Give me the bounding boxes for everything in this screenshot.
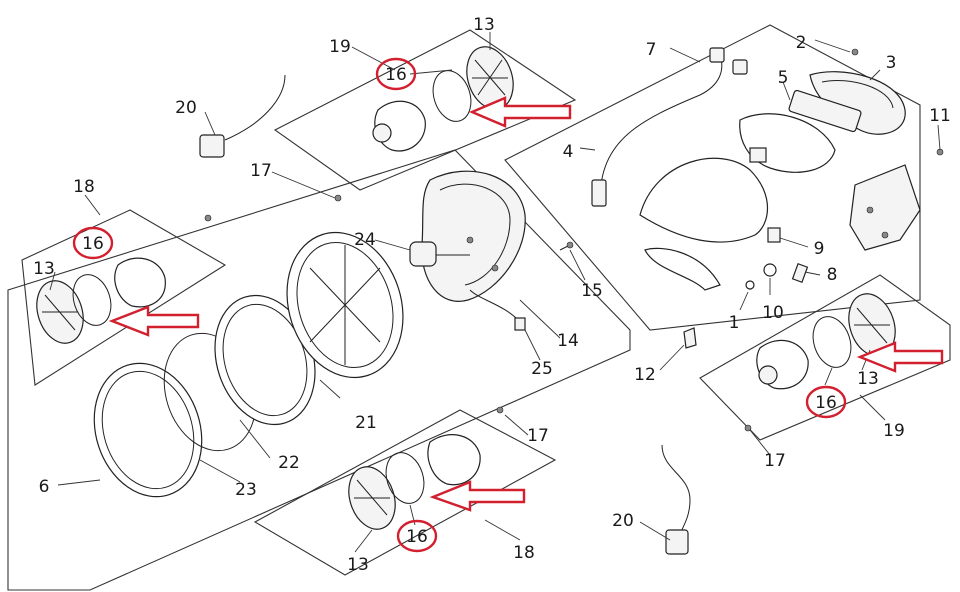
label-18-left: 18 <box>73 177 95 197</box>
ring-16-lower <box>396 519 438 553</box>
label-13-lower: 13 <box>347 555 369 575</box>
label-16-upper: 16 <box>385 65 407 85</box>
label-15: 15 <box>581 281 603 301</box>
label-17-mid: 17 <box>527 426 549 446</box>
label-20-upper: 20 <box>175 98 197 118</box>
tail-light-wire <box>591 47 748 207</box>
label-2: 2 <box>796 33 807 53</box>
label-19-right: 19 <box>883 421 905 441</box>
lower-signal-housing <box>427 434 481 486</box>
label-6: 6 <box>39 477 50 497</box>
label-8: 8 <box>827 265 838 285</box>
label-14: 14 <box>557 331 579 351</box>
label-5: 5 <box>778 68 789 88</box>
label-12: 12 <box>634 365 656 385</box>
label-19-upper: 19 <box>329 37 351 57</box>
label-16-left: 16 <box>82 234 104 254</box>
upper-signal-gasket <box>432 70 472 122</box>
highlight-arrows <box>108 96 944 512</box>
headlight-trim-ring <box>93 362 203 498</box>
label-11: 11 <box>929 106 951 126</box>
lower-signal-gasket <box>385 452 425 504</box>
highlight-rings <box>72 57 847 553</box>
left-signal-gasket <box>72 274 112 326</box>
label-7: 7 <box>646 40 657 60</box>
leader-lines <box>49 32 941 553</box>
left-signal-lens <box>36 280 84 344</box>
label-16-lower: 16 <box>406 527 428 547</box>
panel-outlines <box>7 24 951 591</box>
label-16-right: 16 <box>815 393 837 413</box>
headlight-mount-bracket <box>409 241 470 267</box>
label-17-right: 17 <box>764 451 786 471</box>
tail-light-base <box>739 113 836 173</box>
label-13-right: 13 <box>857 369 879 389</box>
panel-upper-signal <box>273 29 577 191</box>
arrow-right-signal <box>856 341 944 373</box>
panel-lower-signal <box>253 409 557 576</box>
label-9: 9 <box>814 239 825 259</box>
upper-signal-housing <box>372 100 426 152</box>
label-24: 24 <box>354 230 376 250</box>
label-3: 3 <box>886 53 897 73</box>
ring-16-right <box>805 385 847 419</box>
label-13-left: 13 <box>33 259 55 279</box>
ring-16-left <box>72 226 114 260</box>
label-20-lower: 20 <box>612 511 634 531</box>
left-signal-housing <box>114 257 166 308</box>
label-4: 4 <box>563 142 574 162</box>
upper-signal-lens <box>466 46 514 110</box>
label-21: 21 <box>355 413 377 433</box>
label-13-upper: 13 <box>473 15 495 35</box>
right-signal-lens <box>848 293 896 357</box>
label-22: 22 <box>278 453 300 473</box>
label-23: 23 <box>235 480 257 500</box>
arrow-lower-signal <box>429 480 526 512</box>
headlight-reflector <box>286 231 404 379</box>
upper-signal-wire <box>199 74 286 158</box>
headlight-lens <box>214 294 316 426</box>
arrow-left-signal <box>108 305 200 337</box>
right-signal-gasket <box>812 316 852 368</box>
label-18-lower: 18 <box>513 543 535 563</box>
label-10: 10 <box>762 303 784 323</box>
label-17-top: 17 <box>250 161 272 181</box>
panel-rear-fender <box>504 24 921 331</box>
license-bracket <box>849 164 921 251</box>
screw-15 <box>559 241 574 251</box>
lower-signal-lens <box>348 466 396 530</box>
ring-16-upper <box>375 57 417 91</box>
tail-light-gasket <box>788 89 862 133</box>
panel-left-signal <box>21 209 227 386</box>
right-signal-housing <box>756 339 809 390</box>
fasteners-rear <box>683 48 944 349</box>
label-25: 25 <box>531 359 553 379</box>
arrow-upper-signal <box>468 96 572 128</box>
headlight-shell <box>421 170 526 302</box>
part-labels: 1 2 3 4 5 6 7 8 9 10 11 12 13 13 13 13 1… <box>33 15 951 575</box>
rear-fender <box>639 157 769 291</box>
right-signal-wire <box>661 444 691 555</box>
headlight-wire-harness <box>469 289 526 331</box>
screws-17 <box>204 194 752 432</box>
label-1: 1 <box>729 313 740 333</box>
